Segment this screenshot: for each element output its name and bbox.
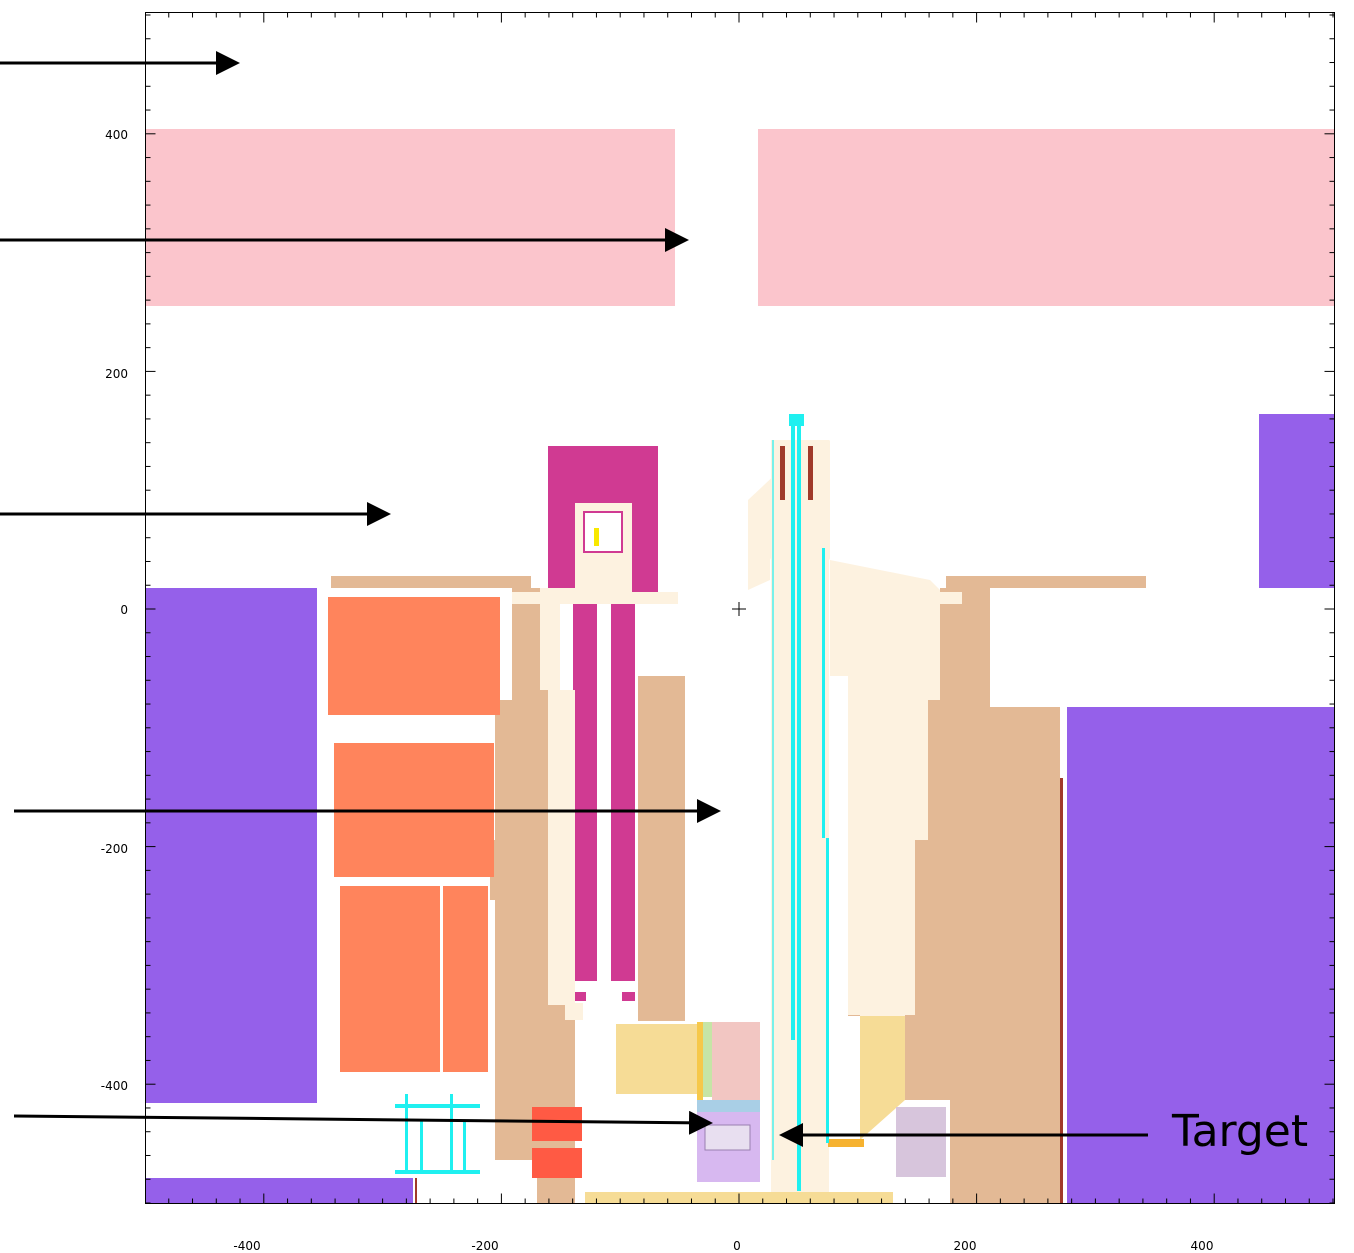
cyan-pipe-line-2 — [797, 426, 801, 1191]
plot-frame — [145, 12, 1335, 1204]
cyan-pipe-line-5 — [772, 440, 774, 1160]
tan-shield-right — [905, 588, 1060, 1203]
purple-block-left-bottom — [146, 1178, 413, 1203]
red-block-upper — [532, 1107, 582, 1141]
y-tick-label: 200 — [105, 367, 128, 381]
y-tick-label: -400 — [101, 1079, 128, 1093]
x-tick-label: 200 — [954, 1239, 977, 1253]
y-tick-label: -200 — [101, 842, 128, 856]
cyan-pipe-main — [789, 414, 804, 426]
magenta-rod-left — [573, 596, 597, 981]
arrow-5 — [13, 1110, 713, 1135]
axis-ticks — [145, 12, 1335, 1204]
cream-ledge-left — [512, 592, 678, 604]
annotation-arrows — [0, 51, 1148, 1147]
khaki-block-right — [860, 1016, 905, 1140]
darkred-line-left — [415, 1178, 417, 1203]
target-assembly-green — [703, 1022, 712, 1097]
magenta-yellow-mark — [594, 528, 599, 546]
x-tick-labels: -400 -200 0 200 400 — [233, 1239, 1213, 1253]
y-tick-label: 400 — [105, 128, 128, 142]
cream-channel-left — [540, 588, 583, 1020]
coral-block-1 — [328, 597, 500, 715]
coral-block-3b — [443, 886, 488, 1072]
target-label: Target — [1171, 1106, 1308, 1157]
darkred-line-right — [1060, 778, 1063, 1203]
frame-border — [145, 12, 1335, 1204]
target-assembly-yellow — [697, 1022, 703, 1102]
darkred-bar-1 — [780, 446, 785, 500]
khaki-block-center — [616, 1024, 698, 1094]
tan-top-bar-left — [331, 576, 531, 588]
khaki-small — [828, 1139, 864, 1147]
y-tick-labels: 400 200 0 -200 -400 — [101, 128, 128, 1093]
cyan-pipe-line-3 — [822, 548, 825, 838]
darkred-bar-2 — [808, 446, 813, 500]
purple-block-left — [146, 588, 317, 1103]
y-tick-label: 0 — [120, 603, 128, 617]
cyan-left-assembly — [395, 1094, 480, 1174]
purple-block-right-lower — [1067, 707, 1334, 1203]
geometry-regions — [146, 129, 1334, 1203]
magenta-rod-right — [611, 596, 635, 981]
tan-top-bar-right — [946, 576, 1146, 588]
cyan-pipe-line-4 — [826, 838, 829, 1143]
magenta-foot-right — [622, 992, 635, 1001]
x-tick-label: -400 — [233, 1239, 260, 1253]
cream-channel-right — [823, 440, 940, 1100]
x-tick-label: 400 — [1191, 1239, 1214, 1253]
top-shield-right — [758, 129, 1334, 306]
target-assembly-blue — [697, 1100, 760, 1112]
origin-crosshair — [732, 602, 746, 616]
cyan-pipe-line-1 — [791, 426, 795, 1040]
lavender-box — [896, 1107, 946, 1177]
tan-column-left — [638, 676, 685, 1021]
x-tick-label: 0 — [733, 1239, 741, 1253]
coral-block-3a — [340, 886, 440, 1072]
x-tick-label: -200 — [471, 1239, 498, 1253]
purple-block-right-upper — [1259, 414, 1334, 588]
red-block-lower — [532, 1148, 582, 1178]
magenta-foot-left — [573, 992, 586, 1001]
target-assembly-core — [704, 1124, 751, 1151]
top-shield-left — [146, 129, 675, 306]
target-assembly-pink — [712, 1022, 760, 1112]
magenta-head-inner — [583, 511, 623, 553]
